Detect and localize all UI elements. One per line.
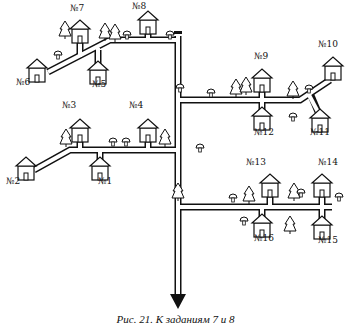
callout-number: №9 [254, 52, 268, 61]
callout-number: №3 [62, 101, 76, 110]
callout-number: №5 [92, 80, 106, 89]
figure-caption: Рис. 21. К заданиям 7 и 8 [0, 313, 351, 325]
callout-number: №11 [310, 128, 330, 137]
houses [16, 11, 343, 239]
callout-number: №4 [129, 101, 143, 110]
callout-number: №8 [132, 2, 146, 11]
callout-number: №7 [70, 4, 84, 13]
roads [34, 31, 332, 296]
callout-number: №12 [254, 128, 274, 137]
callout-number: №6 [16, 78, 30, 87]
callout-number: №13 [246, 158, 266, 167]
mushrooms [54, 31, 343, 225]
callout-number: №15 [318, 236, 338, 245]
callout-number: №16 [254, 234, 274, 243]
trees [59, 21, 300, 234]
callout-number: №10 [318, 40, 338, 49]
callout-number: №14 [318, 158, 338, 167]
exit-arrow [170, 294, 186, 309]
callout-number: №1 [98, 177, 112, 186]
callout-number: №2 [6, 177, 20, 186]
